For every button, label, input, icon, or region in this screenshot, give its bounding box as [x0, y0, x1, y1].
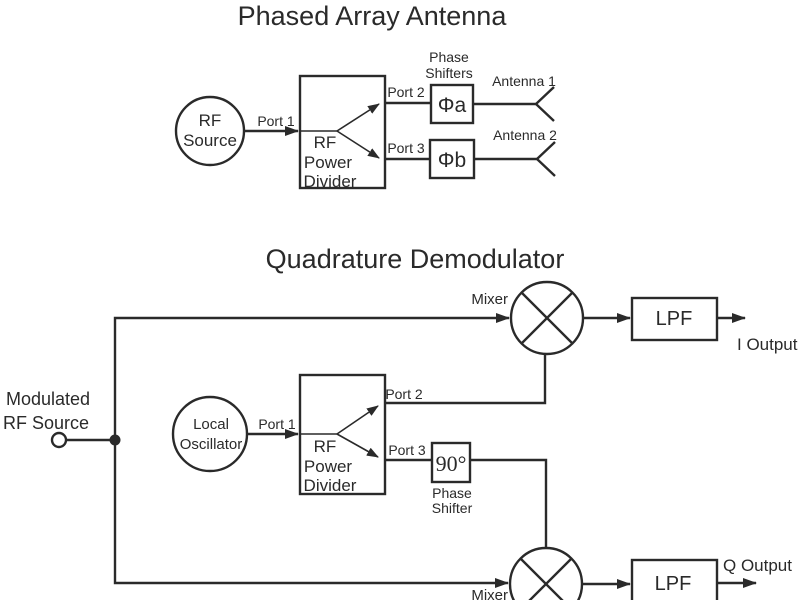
phase-shifter-a-label: Φa	[438, 94, 467, 117]
power-divider-box-bottom	[298, 373, 387, 496]
modulated-source-label-line1: Modulated	[6, 389, 90, 409]
signal-line-to-top-mixer	[113, 313, 510, 440]
port2-label-top: Port 2	[387, 84, 425, 100]
port3-label-bottom: Port 3	[388, 442, 426, 458]
phase-shifter-b-box	[428, 138, 476, 180]
phase-shifter-90-label: 90°	[436, 451, 467, 476]
divider-label-top-line3: Divider	[304, 172, 357, 191]
local-oscillator-label-line1: Local	[193, 416, 229, 433]
mixer-top-icon	[509, 280, 585, 356]
mixer-bottom-icon	[508, 546, 584, 600]
lpf-bottom-label: LPF	[655, 573, 692, 595]
port1-label-bottom: Port 1	[258, 416, 296, 432]
phase-shifter-90-box	[430, 441, 472, 484]
divider-label-bottom-line2: Power	[304, 457, 353, 476]
rf-source-label-line1: RF	[199, 111, 222, 130]
lpf-top-box	[630, 296, 719, 342]
phase-shifter-caption-line1: Phase	[432, 485, 472, 501]
antenna2-label: Antenna 2	[493, 127, 557, 143]
antenna1-icon	[534, 86, 555, 122]
mixer-bottom-label: Mixer	[471, 587, 508, 600]
port2-line-to-mixer	[385, 354, 547, 405]
phase-shifter-b-label: Φb	[438, 149, 466, 172]
divider-label-top-line1: RF	[314, 133, 337, 152]
q-output-label: Q Output	[723, 556, 792, 575]
modulated-source-label-line2: RF Source	[3, 413, 89, 433]
antenna2-icon	[535, 141, 556, 177]
phased-array-title: Phased Array Antenna	[238, 1, 508, 31]
divider-fan-arrow-port2-top	[336, 103, 380, 132]
divider-label-top-line2: Power	[304, 153, 353, 172]
phase-shifter-a-box	[429, 83, 475, 125]
divider-label-bottom-line3: Divider	[304, 476, 357, 495]
phase-shifter-to-mixer-line	[470, 458, 548, 548]
power-divider-box-top	[298, 74, 387, 190]
phase-shifters-caption-line1: Phase	[429, 49, 469, 65]
rf-source-label-line2: Source	[183, 131, 237, 150]
divider-fan-arrow-port3-bottom	[336, 433, 379, 458]
divider-fan-arrow-port3-top	[336, 130, 380, 159]
divider-label-bottom-line1: RF	[314, 437, 337, 456]
port3-label-top: Port 3	[387, 140, 425, 156]
antenna1-label: Antenna 1	[492, 73, 556, 89]
port2-label-bottom: Port 2	[385, 386, 423, 402]
quadrature-title: Quadrature Demodulator	[266, 244, 565, 274]
phase-shifters-caption-line2: Shifters	[425, 65, 472, 81]
mixer-top-label: Mixer	[471, 291, 508, 308]
local-oscillator-circle	[171, 395, 249, 473]
source-terminal-icon	[50, 431, 68, 449]
phase-shifter-caption-line2: Shifter	[432, 500, 473, 516]
local-oscillator-label-line2: Oscillator	[180, 436, 243, 453]
port1-label-top: Port 1	[257, 113, 295, 129]
lpf-top-label: LPF	[656, 308, 693, 330]
signal-line-to-bottom-mixer	[113, 440, 509, 588]
divider-fan-arrow-port2-bottom	[336, 405, 379, 435]
i-output-label: I Output	[737, 335, 798, 354]
